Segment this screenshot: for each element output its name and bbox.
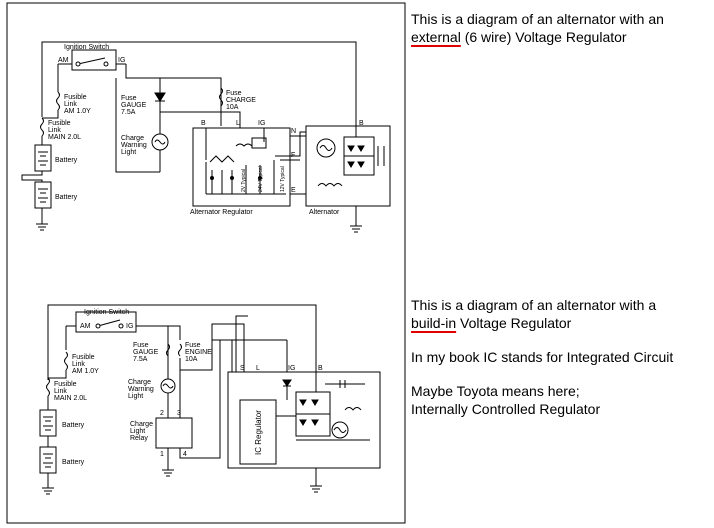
top-am-label: AM: [58, 57, 69, 64]
top-voltage-3: 12V Typical: [280, 166, 286, 192]
bottom-caption-rest: Voltage Regulator: [456, 315, 572, 331]
top-caption-line2: external (6 wire) Voltage Regulator: [411, 28, 707, 46]
top-terminal-ig: IG: [258, 120, 265, 127]
bottom-terminal-s: S: [240, 365, 245, 372]
bottom-caption: This is a diagram of an alternator with …: [411, 296, 709, 418]
bottom-caption-note2a: Maybe Toyota means here;: [411, 383, 580, 399]
top-terminal-e: E: [291, 187, 296, 194]
page-border: [6, 2, 406, 524]
top-regulator-label: Alternator Regulator: [190, 209, 253, 216]
top-alternator-label: Alternator: [309, 209, 340, 216]
bottom-caption-emphasis: build-in: [411, 315, 457, 331]
bottom-relay-pin-1: 1: [160, 451, 164, 458]
top-battery-label-1: Battery: [55, 157, 78, 164]
bottom-ic-regulator-label: IC Regulator: [254, 410, 263, 455]
top-voltage-2: 24V Typical: [258, 166, 264, 192]
bottom-terminal-ig: IG: [288, 365, 295, 372]
bottom-relay-pin-3: 3: [177, 410, 181, 417]
top-ignition-switch-label: Ignition Switch: [64, 44, 109, 51]
top-terminal-n: N: [291, 128, 296, 135]
top-caption-line1: This is a diagram of an alternator with …: [411, 11, 664, 27]
bottom-relay-pin-4: 4: [183, 451, 187, 458]
bottom-terminal-l: L: [256, 365, 260, 372]
top-terminal-f: F: [291, 152, 295, 159]
top-caption: This is a diagram of an alternator with …: [411, 10, 707, 46]
bottom-relay-pin-2: 2: [160, 410, 164, 417]
top-voltage-1: 2V Typical: [241, 169, 247, 192]
bottom-ignition-switch-label: Ignition Switch: [84, 309, 129, 316]
top-battery-label-2: Battery: [55, 194, 78, 201]
top-ig-label: IG: [118, 57, 125, 64]
bottom-terminal-b: B: [318, 365, 323, 372]
top-caption-emphasis: external: [411, 29, 461, 45]
bottom-am-label: AM: [80, 323, 91, 330]
bottom-caption-note1: In my book IC stands for Integrated Circ…: [411, 349, 674, 365]
top-diagram: [21, 41, 391, 233]
bottom-caption-line2: build-in Voltage Regulator: [411, 314, 709, 332]
bottom-battery-label-2: Battery: [62, 459, 85, 466]
bottom-caption-note2b: Internally Controlled Regulator: [411, 401, 601, 417]
top-terminal-b2: B: [359, 120, 364, 127]
top-terminal-b: B: [201, 120, 206, 127]
top-caption-rest: (6 wire) Voltage Regulator: [460, 29, 627, 45]
bottom-ig-label: IG: [126, 323, 133, 330]
bottom-caption-line1: This is a diagram of an alternator with …: [411, 297, 657, 313]
bottom-battery-label-1: Battery: [62, 422, 85, 429]
bottom-diagram: [39, 304, 381, 495]
top-terminal-l: L: [236, 120, 240, 127]
